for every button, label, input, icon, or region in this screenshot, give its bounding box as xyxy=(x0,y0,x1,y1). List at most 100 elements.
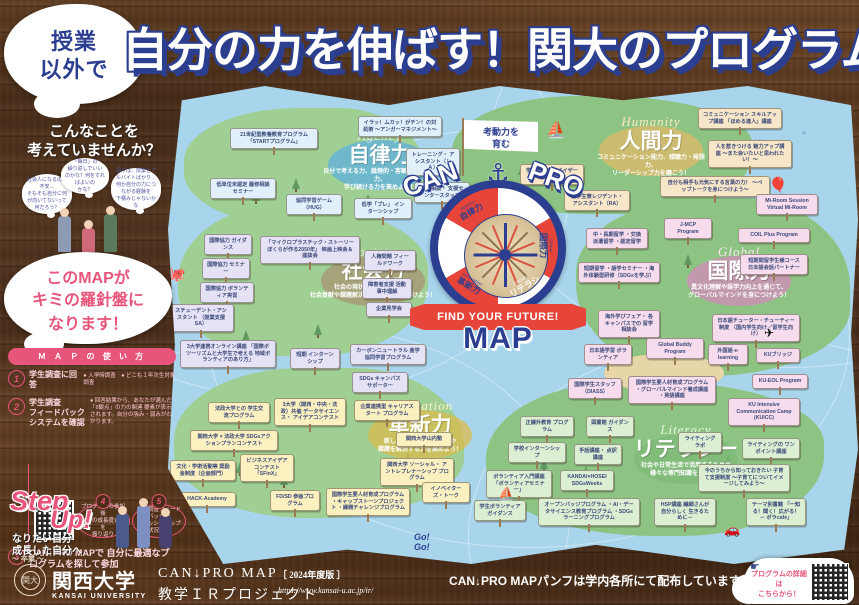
program-sign[interactable]: 自分も相手も元気にする言葉の力！ ～ペップトークを身につけよう～ xyxy=(660,176,770,204)
program-sign[interactable]: 「マイクロプラスチック・ストーリー ぼくらが作る2050年」 映画上映会＆座談会 xyxy=(260,236,360,270)
program-sign[interactable]: 国際協力 ガイダンス xyxy=(204,234,252,262)
program-sign[interactable]: 日本語学習 ボランティア xyxy=(584,344,632,372)
program-sign[interactable]: 3大学連携オンライン講座 「国際ボツーリズムと大学生で考える 地域ボランティアの… xyxy=(180,340,276,374)
program-sign[interactable]: 学生ボランティア ガイダンス xyxy=(474,500,526,528)
program-sign[interactable]: 海外学びフェア・ 各キャンパスでの 留学相談会 xyxy=(598,310,660,344)
car-icon: 🚗 xyxy=(724,522,741,537)
program-sign[interactable]: トレーニング・ アシスタント（ＬＡ） xyxy=(406,148,460,182)
step-number-1: 1 xyxy=(8,370,25,387)
program-sign[interactable]: 短期留学 ・語学セミナー ・海外体験型研修（SDGsを学ぶ） xyxy=(578,262,660,290)
program-sign[interactable]: 学生健康アドバイザー SAPA xyxy=(520,164,584,192)
program-sign[interactable]: Global Buddy Program xyxy=(646,338,704,366)
page-footer: 関大 関西大学 KANSAI UNIVERSITY CAN↓PRO MAP 教学… xyxy=(0,556,859,605)
program-sign[interactable]: J-MCP Program xyxy=(664,218,712,246)
program-details-qr-code[interactable] xyxy=(811,563,849,601)
program-sign[interactable]: 正課外教育 プログラム xyxy=(520,416,574,444)
program-sign[interactable]: 国際協力 ボランティア実習 xyxy=(200,282,254,310)
distribution-note: CAN↓PRO MAPパンフは学内各所にて配布しています xyxy=(449,574,741,588)
program-sign[interactable]: KUブリッジ xyxy=(756,348,800,369)
program-sign[interactable]: Mi-Room Session Virtual Mi-Room xyxy=(756,194,818,222)
program-sign[interactable]: ライティングの ワンポイント講座 xyxy=(742,438,800,466)
program-sign[interactable]: 国際学生スタッフ （DIASS） xyxy=(568,378,622,406)
program-sign[interactable]: KU-EOL Program xyxy=(752,374,808,395)
program-sign[interactable]: 人権問題 フィールドワーク xyxy=(364,250,416,278)
program-sign[interactable]: SDGs キャンパスサポーター xyxy=(352,372,408,400)
program-sign[interactable]: 関西大学 × 法政大学 SDGsアクションプランコンテスト xyxy=(190,430,278,458)
can-pro-map-illustration[interactable]: ≈ ≈ ≈ ⛵ ⛵ 🎈 🚗 ✈ 🐙 Go!Go! Agency 自律力 自分で考… xyxy=(168,86,858,564)
program-sign[interactable]: 短期 インターンシップ xyxy=(290,348,340,376)
compass-center-dot xyxy=(499,249,511,261)
graduate-figure-2 xyxy=(137,498,150,548)
program-sign[interactable]: 法政大学との 学生交流プログラム xyxy=(208,402,270,430)
step-title-1: 学生調査に回答 xyxy=(29,370,77,389)
program-sign[interactable]: COIL Plus Program xyxy=(738,228,810,249)
program-sign[interactable]: FD/SD 参画プログラム xyxy=(270,490,320,518)
hot-air-balloon-icon: 🎈 xyxy=(768,178,788,195)
project-name: CAN↓PRO MAP 教学ＩＲプロジェクト xyxy=(158,566,318,604)
program-sign[interactable]: 留学生寮レジデント・ アシスタント（RA） xyxy=(564,190,630,218)
compass-wheel: Agency 自律力 Humanity 人間力 Global 国際力 Liter… xyxy=(430,180,566,316)
step-up-line-1: なりたい自分 xyxy=(12,534,72,545)
program-sign[interactable]: HACK-Academy xyxy=(178,492,236,513)
program-sign[interactable]: イラッ！ムカッ！がチン！の対処術 ～アンガーマネジメント～ xyxy=(358,116,442,144)
compass-ring xyxy=(438,188,558,308)
program-sign[interactable]: 低単位未認定 履修相談セミナー xyxy=(210,178,276,206)
program-sign[interactable]: 短期間留学生様コース 日本語会話パートナー xyxy=(740,254,808,282)
program-sign[interactable]: 図書館 ガイダンス xyxy=(586,416,634,444)
can-pro-compass-emblem: 考動力を 育む CAN ⚓ PRO xyxy=(396,118,600,355)
project-url[interactable]: https://www.kansai-u.ac.jp/ir/ xyxy=(278,586,374,595)
program-sign[interactable]: カーボンニュートラル 産学協同学習プログラム xyxy=(350,344,426,372)
program-sign[interactable]: 関西大学 ソーシャル・ アントレプレナーシップ プログラム xyxy=(380,458,454,492)
section-desc-humanity: コミュニケーション能力、傾聴力・発想力、 リーダーシップ力を磨こう！ xyxy=(597,155,705,177)
compass-rose-icon xyxy=(473,223,537,287)
program-sign[interactable]: テーマ別書籍 「一知る！聞く！広がる！－ ボラcafe」 xyxy=(746,498,806,532)
kodoryoku-flag: 考動力を 育む xyxy=(448,118,544,176)
program-sign[interactable]: イノベイターズ・トーク xyxy=(422,482,470,510)
program-sign[interactable]: ボランティア入門講座 「ボランティアセミナー」 xyxy=(486,470,552,504)
program-sign[interactable]: KU Intensive Communication Camp (KUICC) xyxy=(728,398,800,432)
program-sign[interactable]: 国際協力 セミナー xyxy=(202,258,250,286)
program-sign[interactable]: 関西大学山内塾 xyxy=(396,432,452,453)
feedback-system-qr-code[interactable] xyxy=(34,500,74,540)
program-sign[interactable]: 人を惹きつける 魅力アップ講座 ～また会いたいと思われたい！～ xyxy=(708,140,792,174)
program-sign[interactable]: 中・長期留学 ・交換派遣留学 ・認定留学 xyxy=(586,228,648,256)
map-bubble-line-1: このMAPが xyxy=(46,270,130,287)
program-sign[interactable]: 障害者支援 活動事中理解 xyxy=(362,278,412,306)
circle-text-5: 学生調査フィードバックで ブラッシュアップ状況確認 xyxy=(137,507,181,534)
program-sign[interactable]: HSP講座 繊細さんが自分らしく 生きるために－ xyxy=(654,498,716,532)
program-sign[interactable]: 21世紀型教養教育プログラム 「STARTプログラム」 xyxy=(230,128,318,156)
how-to-use-map: Ｍ Ａ Ｐ の 使 い 方 1 学生調査に回答 ● 入学時調査 ● どこも１年次… xyxy=(8,348,186,569)
program-sign[interactable]: 今のうちから知っておきたい 子育て支援制度 ～子育てについてイメージしてみよう～ xyxy=(698,464,790,498)
program-sign[interactable]: コミュニケーション スキルアップ講座 「ほめる達人」講座 xyxy=(698,108,782,136)
badge-line-1: 授業 xyxy=(50,29,97,54)
program-sign[interactable]: 国際学生要人材育成プログラム ・キャップストーンプロジェクト ・課題チャレンジプ… xyxy=(326,488,410,522)
program-sign[interactable]: 国際学生要人材育成プログラム ・グローバルマインド養成講座 ・英語講座 xyxy=(628,376,716,410)
program-details-qr-block[interactable]: ☛ プログラムの詳細は こちらから！ xyxy=(732,558,854,604)
program-sign[interactable]: 文化・学術活動等 奨励金制度（企画部門） xyxy=(170,460,236,488)
graduate-figure-1 xyxy=(116,506,129,548)
program-sign[interactable]: オープンバッジプログラム ・AI・データサイエンス教育プログラム ・SDGsラー… xyxy=(538,498,640,532)
program-sign[interactable]: ビジネスアイデア コンテスト 「SFinX」 xyxy=(240,454,294,488)
step-bullets-2: ● 回答結果から、あなたが選んだ「6観点」の力の関連 要素が表示されます。自分の… xyxy=(89,398,172,425)
program-sign[interactable]: ライティング ラボ xyxy=(678,432,722,460)
student-figure-3 xyxy=(104,206,117,252)
program-sign[interactable]: 外国語 e-learning xyxy=(708,344,748,372)
wheel-jp-society: 社会力 xyxy=(446,232,457,259)
program-sign[interactable]: 学校インターンシップ xyxy=(508,442,566,470)
program-sign[interactable]: 3大学（関西・中央・法政）共催 データサイエンス・ アイデアコンテスト xyxy=(274,398,346,432)
section-desc-literacy: 社会や日常生活で活用するための 様々な専門知識を学ぼう！ xyxy=(640,463,731,477)
how-to-step-2: 2 学生調査 フィードバック システムを確認 ● 回答結果から、あなたが選んだ「… xyxy=(8,398,176,428)
program-sign[interactable]: KANDAI×HOSEI SDGsWeeks xyxy=(560,470,614,498)
program-sign[interactable]: スチューデント・アシスタント （授業支援SA） xyxy=(168,304,234,338)
program-sign[interactable]: 企業連携型 キャリアスタート プログラム xyxy=(354,400,420,428)
program-sign[interactable]: 低学「プレ」 インターンシップ xyxy=(354,198,412,226)
step-up-word-2: Up! xyxy=(50,506,92,534)
program-sign[interactable]: 手話講座・ 点訳講座 xyxy=(574,444,622,472)
program-sign[interactable]: 協同学習ゲーム （HUG） xyxy=(286,194,342,222)
university-name-jp: 関西大学 xyxy=(52,571,136,593)
student-figure-1 xyxy=(58,208,71,252)
flag-cloth: 考動力を 育む xyxy=(464,120,538,152)
project-line-2: 教学ＩＲプロジェクト xyxy=(158,588,318,603)
program-sign[interactable]: 企業見学会 xyxy=(366,302,412,323)
program-sign[interactable]: 日本語チューター・チューティー制度 （国内学生向け／留学生向け） xyxy=(712,314,800,348)
